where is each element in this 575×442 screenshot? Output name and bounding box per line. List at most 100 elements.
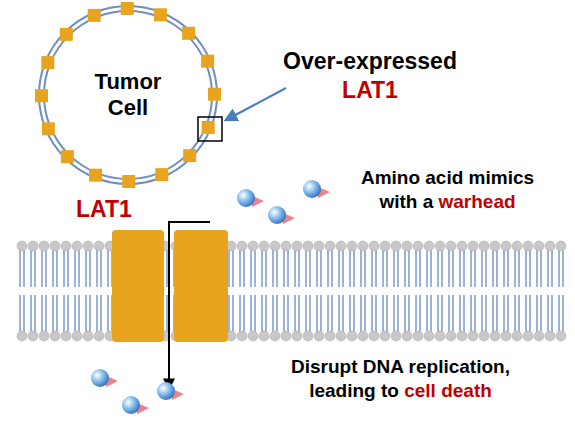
lipid-head: [292, 241, 302, 251]
lipid-tail: [250, 295, 251, 332]
word-space: [420, 167, 425, 188]
amino-acid-mimic: [91, 369, 118, 387]
lipid-tail: [349, 250, 350, 287]
word: leading: [309, 380, 376, 401]
lipid-tail: [364, 295, 365, 332]
lipid-head: [39, 331, 49, 341]
lipid-head: [336, 241, 346, 251]
lipid-head: [512, 241, 522, 251]
lipid-head: [468, 331, 478, 341]
lipid-tail: [353, 295, 354, 332]
lipid-tail: [34, 250, 35, 287]
lipid-head: [457, 241, 467, 251]
text-wrap: Tumor Cell: [38, 5, 218, 185]
lipid-tail: [507, 295, 508, 332]
lipid-tail: [404, 250, 405, 287]
lipid-tail: [272, 295, 273, 332]
lipid-tail: [448, 250, 449, 287]
lipid-tail: [30, 295, 31, 332]
lipid-head: [479, 241, 489, 251]
lipid-head: [413, 241, 423, 251]
lipid-tail: [331, 250, 332, 287]
lipid-tail: [228, 250, 229, 287]
lipid-tail: [327, 250, 328, 287]
lipid-head: [446, 241, 456, 251]
lipid-tail: [551, 295, 552, 332]
lipid-tail: [232, 295, 233, 332]
lipid-tail: [525, 250, 526, 287]
lipid-tail: [360, 295, 361, 332]
lipid-tail: [393, 295, 394, 332]
word: acid: [425, 167, 463, 188]
lipid-head: [457, 331, 467, 341]
word: Disrupt: [291, 356, 358, 377]
lipid-head: [83, 241, 93, 251]
lipid-tail: [386, 295, 387, 332]
annotation-text: Amino acid mimics with a warhead: [335, 166, 560, 214]
lipid-tail: [540, 250, 541, 287]
word: replication,: [409, 356, 510, 377]
lipid-tail: [320, 250, 321, 287]
lipid-tail: [485, 295, 486, 332]
lipid-tail: [452, 250, 453, 287]
lipid-tail: [107, 295, 108, 332]
lipid-tail: [397, 295, 398, 332]
lipid-head: [402, 331, 412, 341]
lipid-tail: [294, 295, 295, 332]
lipid-tail: [360, 250, 361, 287]
lipid-tail: [107, 250, 108, 287]
lipid-tail: [272, 250, 273, 287]
lipid-tail: [437, 250, 438, 287]
text-wrap: LAT1: [76, 196, 132, 223]
lipid-head: [523, 241, 533, 251]
lipid-tail: [298, 295, 299, 332]
transporter-half: [112, 230, 164, 342]
lipid-tail: [441, 250, 442, 287]
lipid-tail: [349, 295, 350, 332]
lat1-marker: [201, 55, 214, 68]
lipid-tail: [459, 295, 460, 332]
lipid-tail: [518, 250, 519, 287]
word-space: [403, 356, 408, 377]
lipid-tail: [562, 295, 563, 332]
lipid-tail: [547, 250, 548, 287]
amino-acid-mimic: [122, 396, 149, 414]
lipid-tail: [419, 295, 420, 332]
lipid-tail: [386, 250, 387, 287]
lipid-head: [314, 241, 324, 251]
lipid-tail: [375, 295, 376, 332]
word: warhead: [439, 191, 516, 212]
lipid-head: [94, 241, 104, 251]
word-space: [376, 380, 381, 401]
lipid-tail: [283, 295, 284, 332]
lipid-tail: [85, 295, 86, 332]
lipid-head: [61, 331, 71, 341]
lipid-tail: [338, 250, 339, 287]
membrane-ring: [44, 11, 212, 179]
lipid-head: [501, 331, 511, 341]
lat1-marker: [41, 56, 54, 69]
lipid-tail: [485, 250, 486, 287]
lipid-tail: [309, 250, 310, 287]
lipid-head: [468, 241, 478, 251]
lipid-tail: [30, 250, 31, 287]
lipid-tail: [382, 250, 383, 287]
lat1-marker: [61, 150, 74, 163]
lipid-head: [534, 331, 544, 341]
lipid-tail: [371, 250, 372, 287]
lipid-head: [72, 331, 82, 341]
lipid-tail: [228, 295, 229, 332]
lipid-head: [556, 331, 566, 341]
lipid-head: [292, 331, 302, 341]
lipid-head: [336, 331, 346, 341]
lipid-tail: [551, 250, 552, 287]
lipid-tail: [294, 250, 295, 287]
lipid-tail: [415, 250, 416, 287]
word: to: [381, 380, 399, 401]
lipid-tail: [375, 250, 376, 287]
lipid-head: [314, 331, 324, 341]
lipid-tail: [309, 295, 310, 332]
lipid-tail: [41, 295, 42, 332]
lipid-tail: [78, 295, 79, 332]
lat1-marker: [202, 121, 215, 134]
